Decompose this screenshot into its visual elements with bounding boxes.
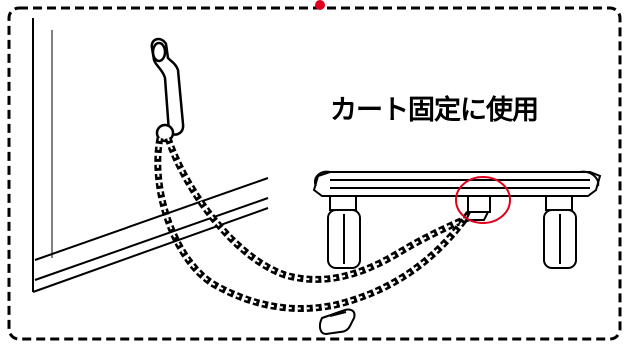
wall-drawing: [32, 18, 269, 293]
dashed-frame: [7, 6, 622, 341]
wall-grab-bar-icon: [150, 37, 185, 143]
securing-belt-icon: [154, 136, 480, 312]
highlight-circle: [455, 176, 511, 224]
belt-buckle-icon: [318, 308, 356, 336]
caption-text: カート固定に使用: [330, 95, 539, 126]
cart-hook-icon: [464, 195, 491, 221]
caster-wheel-icon: [327, 195, 577, 269]
pointer-dot: [315, 0, 325, 10]
cart-base-icon: [312, 170, 602, 197]
